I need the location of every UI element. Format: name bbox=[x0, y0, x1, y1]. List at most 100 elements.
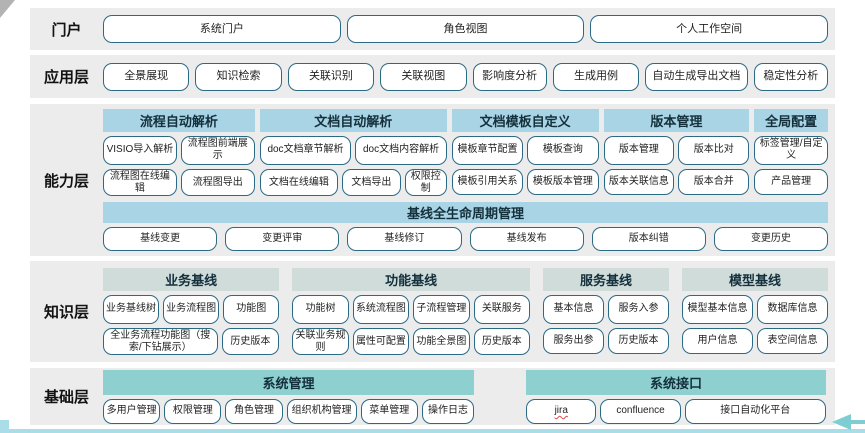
foundation-node[interactable]: 操作日志 bbox=[421, 398, 474, 424]
knowledge-node[interactable]: 历史版本 bbox=[221, 327, 280, 356]
bottom-accent-line bbox=[0, 429, 865, 433]
app-node[interactable]: 自动生成导出文档 bbox=[645, 62, 748, 91]
cursor-arrow-decoration bbox=[832, 414, 865, 430]
group-document-parsing: 文档自动解析 doc文档章节解析 doc文档内容解析 文档在线编辑 文档导出 权… bbox=[259, 108, 447, 197]
layer-label-capability: 能力层 bbox=[43, 172, 89, 190]
baseline-node[interactable]: 基线发布 bbox=[469, 227, 584, 252]
capability-node[interactable]: 产品管理 bbox=[754, 168, 829, 195]
jira-label: jira bbox=[554, 405, 568, 417]
foundation-node[interactable]: 菜单管理 bbox=[360, 398, 418, 424]
group-business-baseline: 业务基线 业务基线树 业务流程图 功能图 全业务流程功能图（搜索/下钻展示） 历… bbox=[103, 267, 280, 356]
layer-label-portal: 门户 bbox=[51, 21, 82, 39]
knowledge-node[interactable]: 历史版本 bbox=[473, 327, 531, 356]
app-node[interactable]: 生成用例 bbox=[552, 62, 640, 91]
knowledge-node[interactable]: 功能全景图 bbox=[413, 327, 470, 356]
capability-node[interactable]: 版本管理 bbox=[603, 135, 675, 165]
baseline-node[interactable]: 版本纠错 bbox=[591, 227, 706, 252]
group-function-baseline: 功能基线 功能树 系统流程图 子流程管理 关联服务 关联业务规则 属性可配置 功… bbox=[292, 267, 531, 356]
capability-node[interactable]: 流程图导出 bbox=[180, 168, 255, 197]
knowledge-node[interactable]: 关联业务规则 bbox=[292, 327, 349, 356]
capability-node[interactable]: 模板引用关系 bbox=[451, 168, 524, 195]
knowledge-node[interactable]: 模型基本信息 bbox=[681, 294, 753, 324]
group-model-baseline: 模型基线 模型基本信息 数据库信息 用户信息 表空间信息 bbox=[681, 267, 828, 356]
knowledge-node[interactable]: 功能树 bbox=[292, 294, 349, 324]
foundation-node[interactable]: 组织机构管理 bbox=[286, 398, 357, 424]
capability-node[interactable]: 模板章节配置 bbox=[451, 135, 524, 165]
capability-node[interactable]: 权限控制 bbox=[404, 168, 447, 197]
interface-node-jira[interactable]: jira bbox=[526, 398, 597, 424]
app-node[interactable]: 知识检索 bbox=[195, 62, 282, 91]
app-node[interactable]: 影响度分析 bbox=[472, 62, 547, 91]
foundation-node[interactable]: 角色管理 bbox=[225, 398, 283, 424]
app-node[interactable]: 关联视图 bbox=[380, 62, 467, 91]
group-system-interface: 系统接口 jira confluence 接口自动化平台 bbox=[526, 369, 826, 424]
group-version-management: 版本管理 版本管理 版本比对 版本关联信息 版本合并 bbox=[603, 108, 750, 197]
capability-node[interactable]: doc文档章节解析 bbox=[259, 135, 352, 165]
group-process-parsing: 流程自动解析 VISIO导入解析 流程图前端展示 流程图在线编辑 流程图导出 bbox=[103, 108, 255, 197]
capability-node[interactable]: doc文档内容解析 bbox=[355, 135, 447, 165]
knowledge-node[interactable]: 基本信息 bbox=[543, 294, 604, 324]
knowledge-node[interactable]: 服务出参 bbox=[543, 327, 604, 354]
knowledge-node[interactable]: 关联服务 bbox=[473, 294, 531, 324]
capability-node[interactable]: 流程图前端展示 bbox=[180, 135, 255, 165]
app-node[interactable]: 关联识别 bbox=[287, 62, 375, 91]
capability-node[interactable]: 版本合并 bbox=[678, 168, 750, 195]
capability-node[interactable]: 版本关联信息 bbox=[603, 168, 675, 195]
group-header: 功能基线 bbox=[292, 267, 531, 291]
knowledge-node[interactable]: 历史版本 bbox=[607, 327, 669, 354]
baseline-node[interactable]: 变更历史 bbox=[713, 227, 829, 252]
capability-node[interactable]: VISIO导入解析 bbox=[103, 135, 177, 165]
baseline-node[interactable]: 基线修订 bbox=[347, 227, 462, 252]
baseline-lifecycle-header: 基线全生命周期管理 bbox=[103, 202, 828, 224]
layer-label-knowledge: 知识层 bbox=[43, 304, 89, 321]
knowledge-node[interactable]: 属性可配置 bbox=[352, 327, 410, 356]
portal-node-role-view[interactable]: 角色视图 bbox=[346, 15, 585, 43]
corner-fold-decoration bbox=[0, 0, 15, 18]
capability-node[interactable]: 文档在线编辑 bbox=[259, 168, 339, 197]
portal-node-system-portal[interactable]: 系统门户 bbox=[103, 15, 341, 43]
baseline-node[interactable]: 变更评审 bbox=[225, 227, 340, 252]
knowledge-node[interactable]: 表空间信息 bbox=[756, 327, 828, 354]
capability-node[interactable]: 文档导出 bbox=[342, 168, 401, 197]
knowledge-node[interactable]: 子流程管理 bbox=[413, 294, 470, 324]
layer-band-portal: 门户 系统门户 角色视图 个人工作空间 bbox=[30, 8, 835, 50]
capability-node[interactable]: 版本比对 bbox=[678, 135, 750, 165]
capability-node[interactable]: 流程图在线编辑 bbox=[103, 168, 177, 197]
capability-node[interactable]: 模板查询 bbox=[527, 135, 599, 165]
group-system-management: 系统管理 多用户管理 权限管理 角色管理 组织机构管理 菜单管理 操作日志 bbox=[103, 369, 474, 424]
foundation-node[interactable]: 多用户管理 bbox=[103, 398, 161, 424]
capability-node[interactable]: 标签管理/自定义 bbox=[754, 135, 829, 165]
knowledge-node[interactable]: 业务流程图 bbox=[163, 294, 220, 324]
group-service-baseline: 服务基线 基本信息 服务入参 服务出参 历史版本 bbox=[543, 267, 669, 356]
foundation-node[interactable]: 权限管理 bbox=[164, 398, 222, 424]
knowledge-node[interactable]: 功能图 bbox=[223, 294, 280, 324]
interface-node-automation[interactable]: 接口自动化平台 bbox=[684, 398, 826, 424]
group-global-config: 全局配置 标签管理/自定义 产品管理 bbox=[754, 108, 829, 197]
layer-band-knowledge: 知识层 业务基线 业务基线树 业务流程图 功能图 全业务流程功能图（搜索/下钻展… bbox=[30, 261, 835, 362]
group-template-custom: 文档模板自定义 模板章节配置 模板查询 模板引用关系 模板版本管理 bbox=[451, 108, 599, 197]
knowledge-node[interactable]: 全业务流程功能图（搜索/下钻展示） bbox=[103, 327, 218, 356]
interface-node-confluence[interactable]: confluence bbox=[600, 398, 681, 424]
portal-node-personal-workspace[interactable]: 个人工作空间 bbox=[590, 15, 829, 43]
capability-node[interactable]: 模板版本管理 bbox=[527, 168, 599, 195]
knowledge-node[interactable]: 业务基线树 bbox=[103, 294, 160, 324]
group-header: 业务基线 bbox=[103, 267, 280, 291]
group-header: 模型基线 bbox=[681, 267, 828, 291]
knowledge-node[interactable]: 系统流程图 bbox=[352, 294, 410, 324]
group-header: 文档自动解析 bbox=[259, 108, 447, 132]
group-header: 版本管理 bbox=[603, 108, 750, 132]
layer-band-application: 应用层 全景展现 知识检索 关联识别 关联视图 影响度分析 生成用例 自动生成导… bbox=[30, 55, 835, 98]
bottom-left-accent-block bbox=[0, 420, 9, 433]
knowledge-node[interactable]: 数据库信息 bbox=[756, 294, 828, 324]
group-header: 服务基线 bbox=[543, 267, 669, 291]
group-header: 系统管理 bbox=[103, 369, 474, 395]
group-header: 系统接口 bbox=[526, 369, 826, 395]
arrow-tail bbox=[850, 420, 865, 424]
baseline-node[interactable]: 基线变更 bbox=[103, 227, 218, 252]
group-header: 文档模板自定义 bbox=[451, 108, 599, 132]
app-node[interactable]: 稳定性分析 bbox=[753, 62, 828, 91]
app-node[interactable]: 全景展现 bbox=[103, 62, 190, 91]
knowledge-node[interactable]: 服务入参 bbox=[607, 294, 669, 324]
knowledge-node[interactable]: 用户信息 bbox=[681, 327, 753, 354]
